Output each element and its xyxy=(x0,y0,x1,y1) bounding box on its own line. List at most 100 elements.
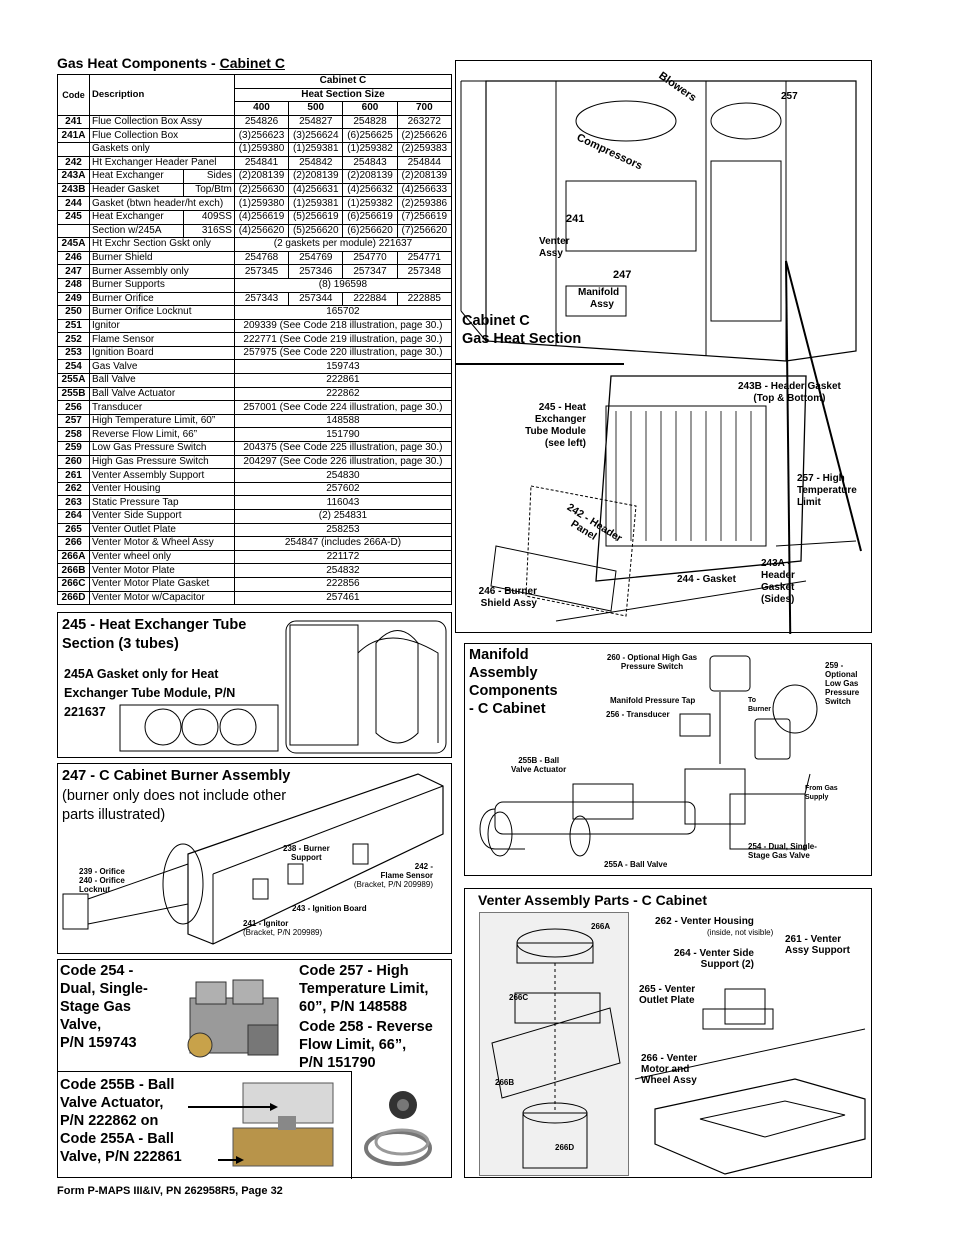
manifold-pressure-tap-label: Manifold Pressure Tap xyxy=(610,696,696,705)
part-number: 222771 (See Code 219 illustration, page … xyxy=(233,332,453,347)
part-number: 209339 (See Code 218 illustration, page … xyxy=(233,318,453,334)
part-description: Venter Outlet Plate xyxy=(89,522,235,538)
ball-valve-image xyxy=(232,1082,334,1167)
label-247: 247 xyxy=(613,269,632,281)
part-description: High Gas Pressure Switch xyxy=(89,454,235,470)
part-description: Venter Motor Plate Gasket xyxy=(89,576,235,592)
part-variant: Sides xyxy=(182,169,235,184)
part-number: 257001 (See Code 224 illustration, page … xyxy=(233,400,453,415)
part-number: 257345 xyxy=(233,264,290,279)
part-code: 263 xyxy=(57,495,90,510)
part-number: 257348 xyxy=(396,264,453,279)
venter-title: Venter Assembly Parts - C Cabinet xyxy=(478,892,708,908)
part-description: Ball Valve xyxy=(89,373,235,388)
part-number: (2)259383 xyxy=(396,141,453,157)
part-number: 254828 xyxy=(342,114,398,130)
label-243b: 243B - Header Gasket(Top & Bottom) xyxy=(738,381,841,404)
part-description: Static Pressure Tap xyxy=(89,495,235,510)
label-241-ignitor: 241 - Ignitor(Bracket, P/N 209989) xyxy=(243,919,323,937)
part-code: 262 xyxy=(57,481,90,497)
part-description: Venter Assembly Support xyxy=(89,468,235,483)
part-code: 261 xyxy=(57,468,90,483)
part-code: 257 xyxy=(57,413,90,429)
part-number: (2 gaskets per module) 221637 xyxy=(233,237,453,252)
part-number: 254843 xyxy=(342,155,398,171)
part-number: 254768 xyxy=(233,250,290,266)
part-code: 246 xyxy=(57,250,90,266)
part-description: Section w/245A xyxy=(89,223,184,239)
part-number: (7)256619 xyxy=(396,209,453,225)
part-number: 222884 xyxy=(342,291,398,307)
part-code: 266C xyxy=(57,576,90,592)
venter-assembly-box: Venter Assembly Parts - C Cabinet 266A 2… xyxy=(464,888,872,1178)
part-code xyxy=(57,141,90,157)
part-code: 245 xyxy=(57,209,90,225)
part-code: 241A xyxy=(57,128,90,143)
part-code: 249 xyxy=(57,291,90,307)
part-description: Ball Valve Actuator xyxy=(89,386,235,402)
part-code: 248 xyxy=(57,277,90,293)
part-code: 259 xyxy=(57,441,90,456)
part-number: 254842 xyxy=(288,155,344,171)
part-code: 247 xyxy=(57,264,90,279)
label-266a: 266A xyxy=(591,922,611,931)
part-number: (1)259381 xyxy=(288,141,344,157)
part-code xyxy=(57,223,90,239)
part-description: Low Gas Pressure Switch xyxy=(89,441,235,456)
part-code: 256 xyxy=(57,400,90,415)
label-255a: 255A - Ball Valve xyxy=(604,860,668,869)
header-size: 400 xyxy=(233,101,290,116)
label-266c: 266C xyxy=(509,993,529,1002)
cabinet-drawing xyxy=(456,80,862,634)
part-description: Flue Collection Box xyxy=(89,128,235,143)
part-description: Gaskets only xyxy=(89,141,235,157)
burner-drawing xyxy=(62,773,444,945)
part-number: (6)256625 xyxy=(342,128,398,143)
part-number: 257975 (See Code 220 illustration, page … xyxy=(233,345,453,361)
part-number: (5)256619 xyxy=(288,209,344,225)
part-number: 254832 xyxy=(233,563,453,578)
part-number: 257602 xyxy=(233,481,453,497)
part-variant: 316SS xyxy=(182,223,235,239)
part-number: 257347 xyxy=(342,264,398,279)
header-size: 700 xyxy=(396,101,453,116)
part-description: Ht Exchanger Header Panel xyxy=(89,155,235,171)
label-243: 243 - Ignition Board xyxy=(292,904,367,913)
part-number: (1)259382 xyxy=(342,141,398,157)
tube-drawing xyxy=(119,620,447,754)
part-description: Gas Valve xyxy=(89,359,235,375)
part-number: (1)259381 xyxy=(288,196,344,211)
part-description: Venter wheel only xyxy=(89,549,235,565)
label-254: 254 - Dual, Single-Stage Gas Valve xyxy=(748,842,817,860)
